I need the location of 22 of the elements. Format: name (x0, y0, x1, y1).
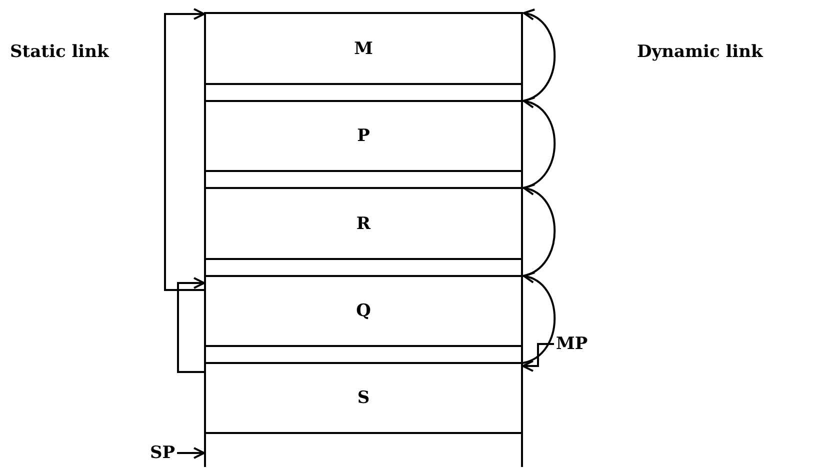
dynamic-link-arrow (522, 185, 556, 277)
stack-frame: R (204, 187, 523, 260)
link-field (204, 345, 523, 364)
pointer-arrow (522, 343, 554, 372)
pointer-label: SP (150, 443, 176, 463)
stack-area (204, 432, 523, 467)
link-field (204, 170, 523, 189)
stack-frame: M (204, 12, 523, 85)
dynamic-link-arrow (522, 273, 556, 364)
link-field (204, 83, 523, 102)
stack-frame: P (204, 100, 523, 172)
stack-frame: Q (204, 275, 523, 347)
side-label: Static link (10, 42, 109, 62)
pointer-arrow (177, 447, 205, 459)
side-label: Dynamic link (637, 42, 763, 62)
static-link-arrow (177, 277, 205, 373)
dynamic-link-arrow (522, 10, 556, 102)
static-link-arrow (164, 8, 205, 291)
pointer-label: MP (556, 334, 588, 354)
stack-frame: S (204, 362, 523, 434)
link-field (204, 258, 523, 277)
dynamic-link-arrow (522, 98, 556, 189)
